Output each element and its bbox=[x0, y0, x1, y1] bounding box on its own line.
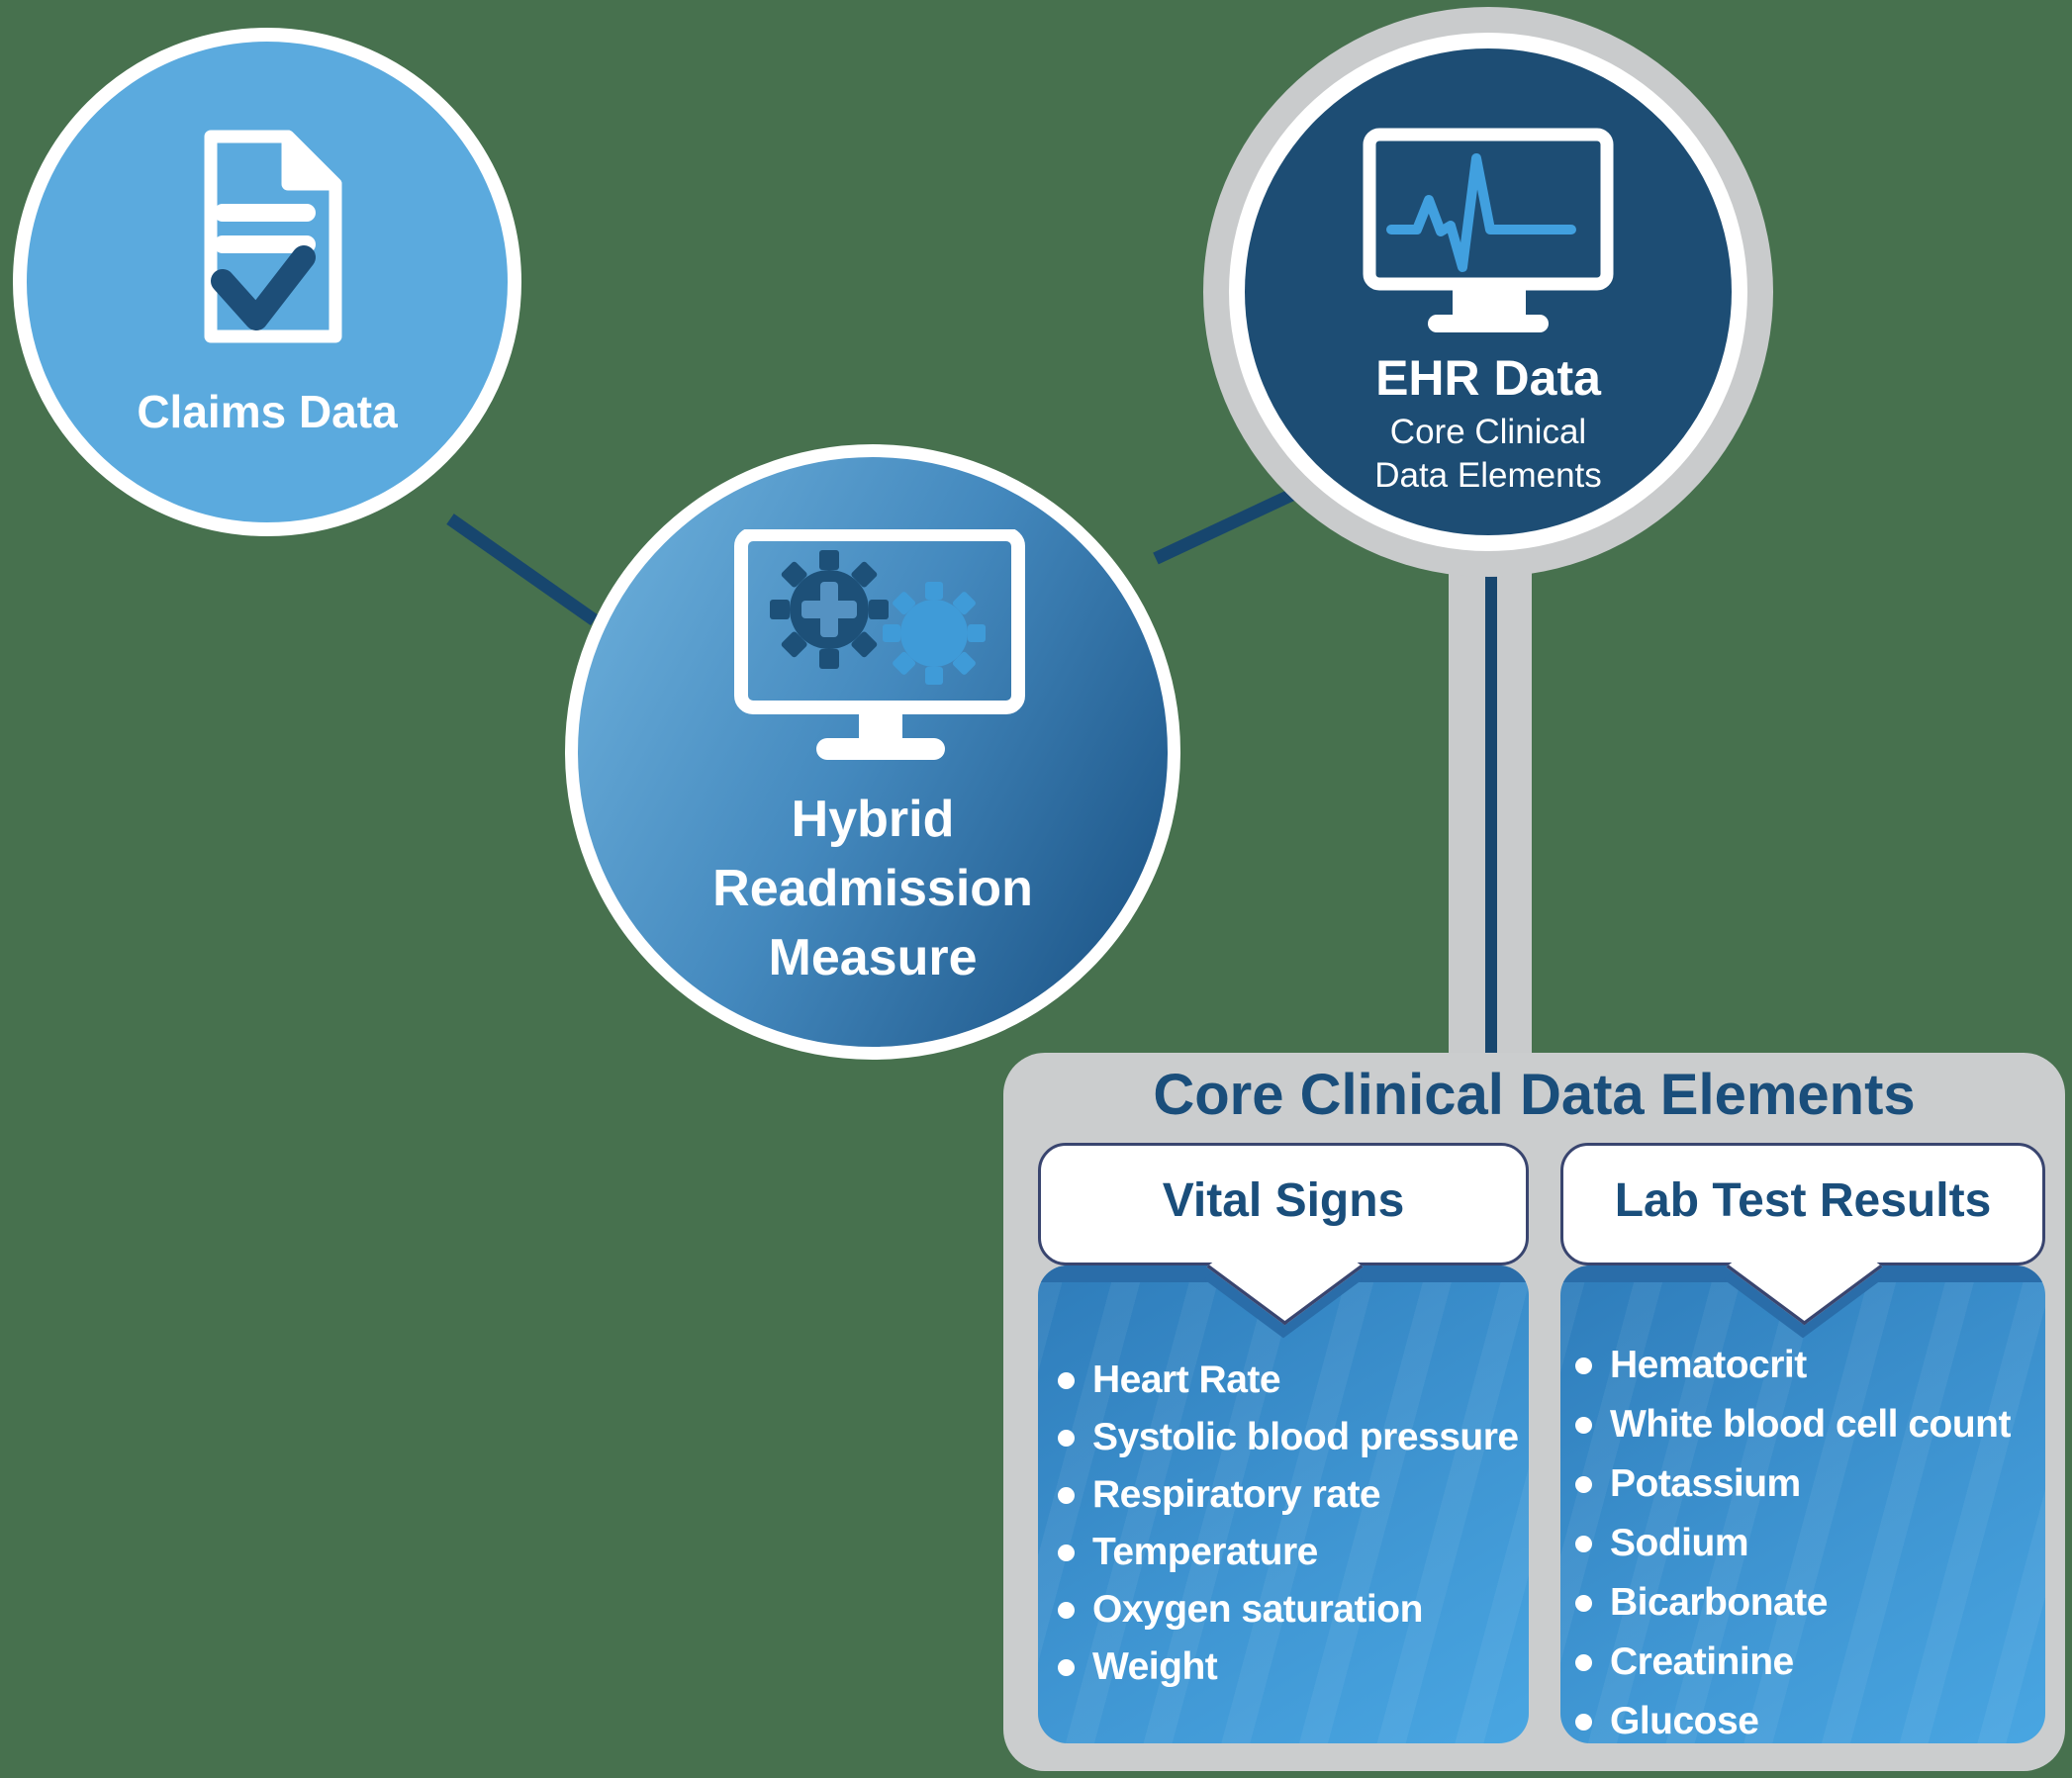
ekg-monitor-icon bbox=[1363, 128, 1614, 332]
list-item: Systolic blood pressure bbox=[1038, 1409, 1529, 1466]
list-item: Sodium bbox=[1560, 1514, 2045, 1573]
ehr-data-label: EHR Data bbox=[1375, 350, 1601, 406]
list-item-label: Hematocrit bbox=[1610, 1344, 1807, 1386]
list-item-label: Respiratory rate bbox=[1092, 1473, 1381, 1516]
gears-monitor-icon bbox=[734, 529, 1025, 760]
list-item: Temperature bbox=[1038, 1524, 1529, 1581]
list-item: Glucose bbox=[1560, 1692, 2045, 1751]
vital-signs-card: Vital Signs Heart Rate Systolic blood pr… bbox=[1038, 1143, 1529, 1743]
list-item: Oxygen saturation bbox=[1038, 1581, 1529, 1638]
list-item-label: Systolic blood pressure bbox=[1092, 1416, 1519, 1458]
list-item-label: Weight bbox=[1092, 1645, 1218, 1688]
vital-signs-card-title: Vital Signs bbox=[1162, 1174, 1405, 1227]
list-item: Respiratory rate bbox=[1038, 1466, 1529, 1524]
hybrid-readmission-label: Hybrid Readmission Measure bbox=[712, 791, 1033, 986]
lab-test-results-card-title: Lab Test Results bbox=[1614, 1174, 1992, 1227]
list-item-label: Glucose bbox=[1610, 1700, 1759, 1742]
lab-test-results-card: Lab Test Results Hematocrit White blood … bbox=[1560, 1143, 2045, 1743]
list-item-label: Temperature bbox=[1092, 1531, 1318, 1573]
connector-line-claims-hybrid bbox=[446, 514, 599, 626]
list-item: Potassium bbox=[1560, 1454, 2045, 1514]
list-item: Bicarbonate bbox=[1560, 1573, 2045, 1633]
list-item-label: Creatinine bbox=[1610, 1640, 1794, 1683]
list-item-label: Potassium bbox=[1610, 1462, 1801, 1505]
vital-signs-list: Heart Rate Systolic blood pressure Respi… bbox=[1038, 1352, 1529, 1696]
list-item: Hematocrit bbox=[1560, 1336, 2045, 1395]
list-item-label: Bicarbonate bbox=[1610, 1581, 1828, 1624]
claims-data-label: Claims Data bbox=[137, 386, 398, 437]
list-item: Weight bbox=[1038, 1638, 1529, 1696]
list-item-label: Heart Rate bbox=[1092, 1358, 1281, 1401]
document-check-icon bbox=[204, 130, 342, 343]
gear-light bbox=[883, 582, 986, 685]
panel-title: Core Clinical Data Elements bbox=[1153, 1063, 1916, 1127]
lab-test-results-list: Hematocrit White blood cell count Potass… bbox=[1560, 1336, 2045, 1751]
connector-line-ehr-panel bbox=[1485, 566, 1497, 1073]
ehr-data-sublabel: Core Clinical Data Elements bbox=[1374, 413, 1602, 495]
list-item-label: Sodium bbox=[1610, 1522, 1749, 1564]
vital-signs-card-body bbox=[1038, 1265, 1529, 1743]
list-item: Creatinine bbox=[1560, 1633, 2045, 1692]
list-item: Heart Rate bbox=[1038, 1352, 1529, 1409]
list-item: White blood cell count bbox=[1560, 1395, 2045, 1454]
list-item-label: White blood cell count bbox=[1610, 1403, 2011, 1446]
list-item-label: Oxygen saturation bbox=[1092, 1588, 1423, 1631]
